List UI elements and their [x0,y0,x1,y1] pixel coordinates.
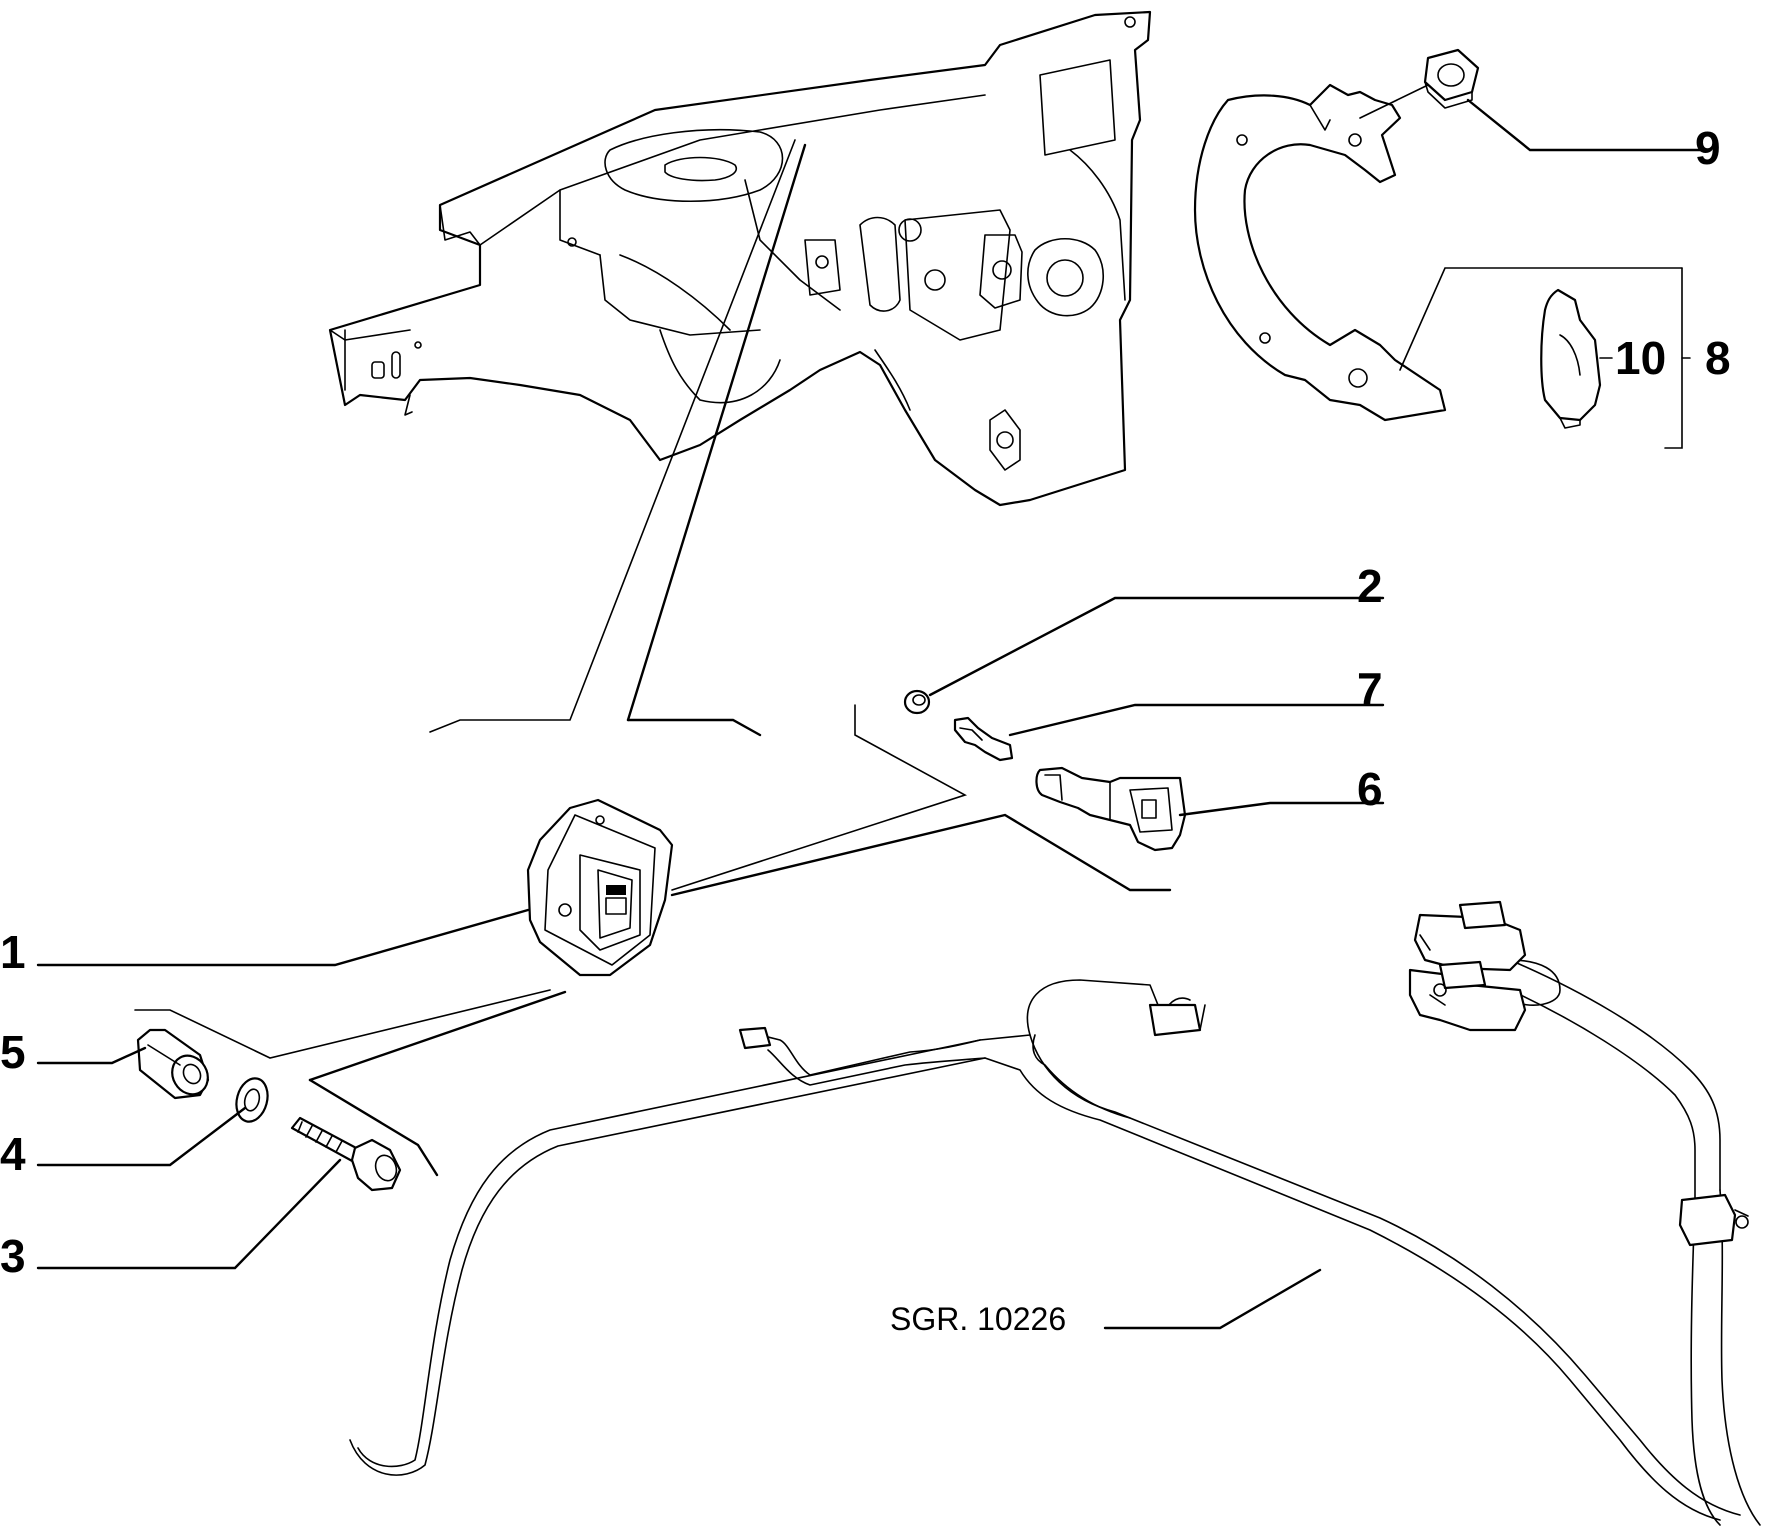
callout-1: 1 [0,926,26,978]
bracket-part-8 [1193,83,1447,422]
callout-7: 7 [1357,663,1383,715]
callout-4: 4 [0,1128,26,1180]
body-panel-assembly [328,10,1152,507]
callout-10: 10 [1615,332,1666,384]
nut-part-9 [1423,48,1480,109]
screw-part-3 [290,1116,402,1192]
clip-part-10 [1540,288,1602,429]
wiring-harness [349,900,1761,1526]
leader-lines [36,84,1705,1330]
callout-2: 2 [1357,560,1383,612]
spring-clip-part-7 [953,716,1014,762]
callout-8: 8 [1705,332,1731,384]
grommet-part-2 [903,689,931,715]
callout-9: 9 [1695,122,1721,174]
reference-label: SGR. 10226 [890,1301,1066,1337]
bushing-part-5 [136,1028,210,1100]
switch-part-1 [526,798,674,977]
callout-labels: 1 5 4 3 2 7 6 9 10 8 SGR. 10226 [0,122,1731,1337]
callout-3: 3 [0,1230,26,1282]
connector-part-6 [1035,766,1187,852]
callout-6: 6 [1357,763,1383,815]
washer-part-4 [235,1077,269,1123]
callout-5: 5 [0,1026,26,1078]
